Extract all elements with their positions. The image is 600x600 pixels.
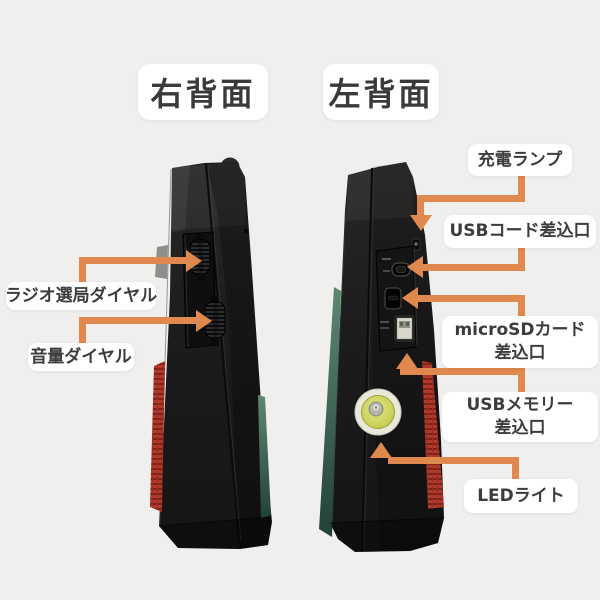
charge-connector-vertical (518, 174, 525, 199)
microsd-connector-vertical (518, 295, 525, 318)
speaker-grille-red (150, 361, 165, 512)
bottom-crease (329, 517, 445, 524)
speaker-grille-red (422, 361, 444, 509)
usb-cord-connector-horizontal (423, 264, 525, 271)
led-connector-horizontal (388, 457, 519, 464)
callout-charge-lamp: 充電ランプ (468, 144, 572, 176)
bottom-crease (158, 516, 272, 527)
usb-memory-connector-horizontal (400, 368, 525, 375)
usb-cord-port-slot (396, 266, 406, 273)
usb-memory-port-contacts (399, 321, 410, 328)
bottom-bevel (330, 518, 444, 552)
microsd-arrowhead-icon (402, 287, 418, 309)
top-facet (346, 162, 414, 221)
callout-led-light: LEDライト (464, 479, 578, 513)
usb-pin (400, 322, 403, 326)
callout-usb-memory-port: USBメモリー 差込口 (442, 392, 598, 442)
usb-memory-arrowhead-icon (396, 353, 418, 369)
callout-microsd-line1: microSDカード (454, 320, 586, 340)
charge-arrowhead-icon (410, 215, 432, 231)
tuning-dial-axle2 (197, 273, 205, 281)
edge-highlight (330, 209, 347, 524)
callout-usb-cord-port: USBコード差込口 (444, 215, 596, 248)
volume-dial-axle2 (211, 337, 219, 346)
heading-right-back-view: 右背面 (138, 64, 268, 120)
radio-right-back-view (150, 157, 272, 549)
port-marking (383, 270, 390, 272)
charging-lamp-led (414, 242, 418, 246)
tuning-dial-axle (196, 234, 204, 242)
callout-volume-dial: 音量ダイヤル (28, 343, 134, 371)
usb-cord-connector-vertical (518, 247, 525, 270)
volume-connector-horizontal (79, 317, 199, 324)
callout-usb-memory-line1: USBメモリー (466, 395, 574, 415)
charge-connector-horizontal (420, 195, 525, 202)
callout-tuning-dial: ラジオ選局ダイヤル (5, 282, 157, 310)
led-bulb-center (374, 406, 378, 409)
body-seam (205, 163, 240, 542)
microsd-slot-opening (387, 295, 399, 301)
bottom-bevel (159, 517, 271, 549)
rear-facet (206, 162, 272, 549)
body-accent-green (258, 395, 271, 519)
panel-highlight (184, 234, 189, 348)
port-marking (382, 258, 391, 260)
screw-dot (244, 229, 248, 233)
radio-left-back-view (319, 162, 445, 552)
volume-dial-axle (210, 295, 218, 303)
port-marking (380, 327, 389, 329)
led-connector-vertical (512, 457, 519, 481)
tuning-connector-vertical (79, 257, 86, 284)
callout-microsd-slot: microSDカード 差込口 (442, 316, 598, 368)
charge-connector-drop (417, 195, 424, 216)
volume-dial-shade (213, 302, 218, 338)
port-marking (380, 321, 389, 323)
usb-memory-connector-vertical (518, 368, 525, 394)
heading-left-back-view: 左背面 (323, 64, 439, 120)
volume-arrowhead-icon (196, 310, 212, 332)
volume-connector-vertical (79, 317, 86, 346)
body-seam (361, 167, 373, 552)
tuning-connector-horizontal (79, 257, 189, 264)
seam-highlight (207, 163, 242, 542)
top-left-facet (170, 165, 190, 233)
microsd-connector-horizontal (418, 295, 525, 302)
body-accent-green (319, 287, 341, 537)
led-arrowhead-icon (370, 442, 392, 458)
callout-usb-memory-line2: 差込口 (494, 418, 546, 438)
callout-microsd-line2: 差込口 (494, 343, 546, 363)
tuning-arrowhead-icon (186, 250, 202, 272)
seam-highlight (363, 167, 375, 552)
usb-pin (406, 322, 409, 326)
usb-cord-arrowhead-icon (407, 256, 423, 278)
